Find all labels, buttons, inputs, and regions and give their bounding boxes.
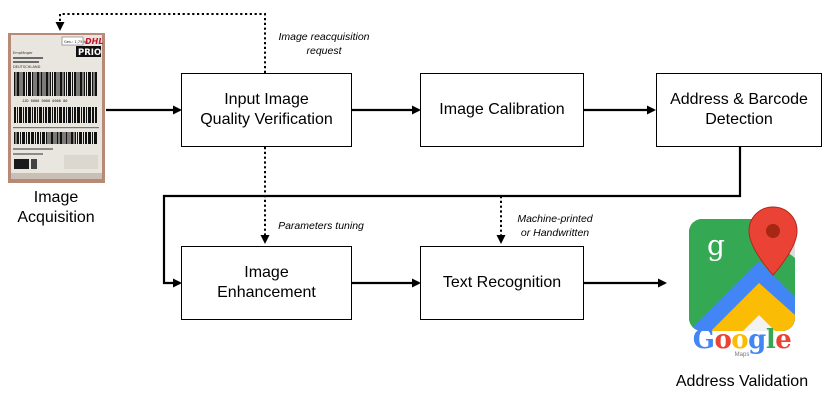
parcel-brand: DHL bbox=[85, 37, 103, 46]
annotation-machine-or-handwritten: Machine-printed or Handwritten bbox=[517, 213, 593, 240]
parcel-address-line-2: DEUTSCHLAND bbox=[13, 65, 41, 69]
node-address-barcode-detection: Address & Barcode Detection bbox=[656, 73, 822, 147]
parcel-tracking: JJD 0000 0000 0000 00 bbox=[22, 99, 67, 103]
wordmark-letter: G bbox=[692, 325, 715, 355]
node-quality-verification: Input Image Quality Verification bbox=[181, 73, 352, 147]
maps-tile-glyph: g bbox=[707, 229, 725, 262]
wordmark-letter: g bbox=[748, 325, 766, 355]
google-maps-logo-icon: g bbox=[689, 206, 798, 331]
parcel-service: PRIO bbox=[78, 48, 101, 58]
node-text-recognition: Text Recognition bbox=[420, 246, 584, 320]
parcel-address-line-1: Empfänger bbox=[13, 51, 33, 55]
google-wordmark: Google bbox=[681, 327, 803, 353]
wordmark-letter: o bbox=[714, 325, 732, 355]
arrow-detection-to-enhancement bbox=[162, 147, 742, 288]
node-address-validation: Address Validation bbox=[675, 373, 809, 390]
dotted-reacquisition-feedback bbox=[55, 13, 266, 73]
annotation-reacquisition-request: Image reacquisition request bbox=[278, 31, 370, 58]
wordmark-letter: l bbox=[765, 325, 776, 355]
annotation-parameters-tuning: Parameters tuning bbox=[278, 220, 364, 232]
parcel-label-image: Ges.: 1,75 kg DHL PRIO Empfänger DEUTSCH… bbox=[8, 33, 105, 183]
wordmark-letter: o bbox=[731, 325, 749, 355]
node-image-calibration: Image Calibration bbox=[420, 73, 584, 147]
node-image-acquisition: Image Acquisition bbox=[17, 189, 95, 226]
wordmark-letter: e bbox=[775, 325, 792, 355]
parcel-weight: Ges.: 1,75 kg bbox=[64, 40, 88, 44]
maps-subword: Maps bbox=[734, 352, 750, 358]
node-image-enhancement: Image Enhancement bbox=[181, 246, 352, 320]
